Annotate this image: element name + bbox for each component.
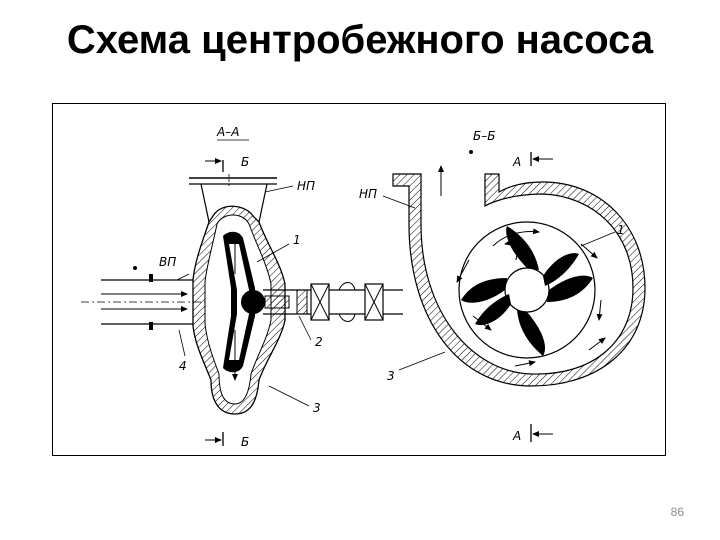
label-rotation: n [515,249,523,263]
label-num-4: 4 [179,359,187,373]
label-suction: ВП [159,255,176,269]
section-b-b-view: Б–Б А А НП n 1 3 [359,129,646,443]
label-num-3-left: 3 [313,401,321,415]
label-section-a-a: А–А [216,125,239,139]
pump-casing-left [192,205,286,415]
page-number: 86 [670,505,684,519]
slide-title: Схема центробежного насоса [66,18,654,62]
pump-diagram-frame: А–А Б Б НП 1 ВП 2 4 3 [52,103,666,456]
section-a-a-view: А–А Б Б НП 1 ВП 2 4 3 [81,125,403,449]
label-cut-b-bottom: Б [241,435,249,449]
label-discharge-right: НП [359,187,377,201]
pump-diagram: А–А Б Б НП 1 ВП 2 4 3 [81,125,646,449]
label-cut-b-top: Б [241,155,249,169]
label-cut-a-top: А [512,155,521,169]
label-num-2: 2 [315,335,323,349]
leader-lines-left [176,185,312,407]
impeller-blades [461,226,593,356]
leader-lines-right [382,195,616,371]
flow-arrows-right [438,165,606,367]
shaft-assembly [263,282,403,322]
impeller-eye [504,267,550,313]
label-discharge-left: НП [297,179,315,193]
cut-marker-b [205,158,224,446]
label-num-1-right: 1 [617,223,625,237]
label-num-1-left: 1 [293,233,301,247]
discharge-nozzle-left [189,174,277,223]
impeller-circle [458,221,596,359]
label-num-3-right: 3 [387,369,395,383]
label-cut-a-bottom: А [512,429,521,443]
label-section-b-b: Б–Б [473,129,495,143]
volute-casing-right [392,173,646,387]
cut-marker-a [530,152,553,442]
